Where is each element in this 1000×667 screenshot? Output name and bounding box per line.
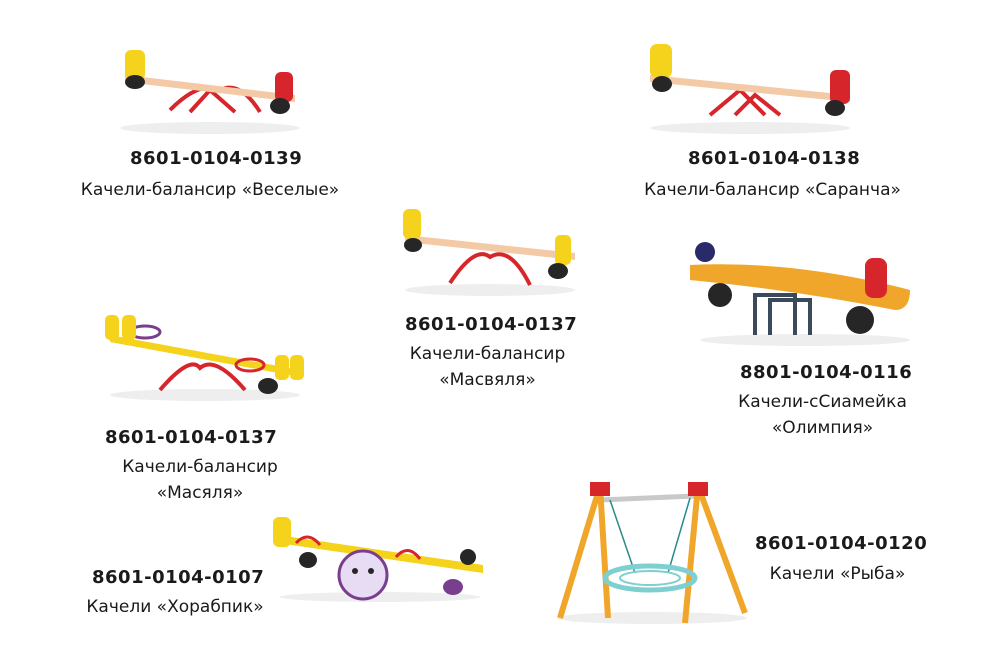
swing-image-ryba [557, 482, 748, 624]
seesaw-image-masyalya [105, 315, 304, 401]
product-name-line2: «Масяля» [156, 483, 244, 503]
product-name-line1: Качели-балансир [122, 457, 278, 477]
seesaw-image-olimpia [690, 242, 910, 346]
seesaw-image-veselye [120, 50, 300, 134]
product-name-line2: «Олимпия» [771, 418, 874, 438]
product-code: 8601-0104-0139 [130, 148, 303, 169]
product-name: Качели «Рыба» [769, 564, 906, 584]
seesaw-image-masvyalya [403, 209, 575, 296]
product-name-line1: Качели-сСиамейка [738, 392, 907, 412]
product-code: 8601-0104-0137 [405, 314, 578, 335]
seesaw-image-khorabpik [273, 517, 483, 602]
product-code: 8601-0104-0137 [105, 427, 278, 448]
product-name: Качели-балансир «Саранча» [644, 180, 901, 200]
product-code: 8601-0104-0138 [688, 148, 861, 169]
product-name-line2: «Масвяля» [439, 370, 536, 390]
product-name: Качели-балансир «Веселые» [80, 180, 340, 200]
product-code: 8801-0104-0116 [740, 362, 913, 383]
product-name: Качели «Хорабпик» [86, 597, 264, 617]
product-name-line1: Качели-балансир [409, 344, 566, 364]
product-code: 8601-0104-0107 [92, 567, 265, 588]
seesaw-image-sarancha [650, 44, 850, 134]
product-code: 8601-0104-0120 [755, 533, 928, 554]
